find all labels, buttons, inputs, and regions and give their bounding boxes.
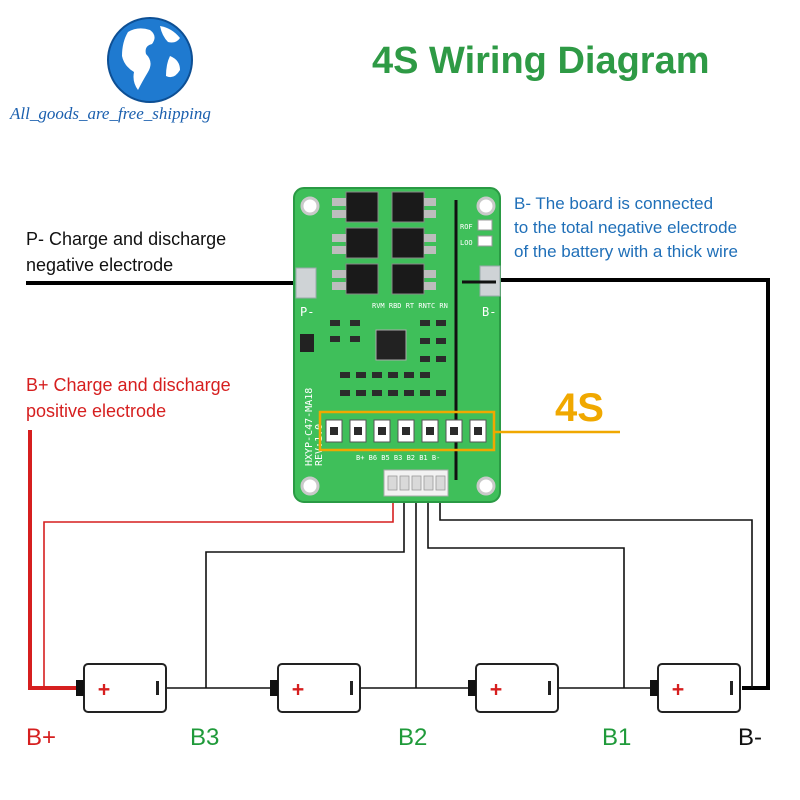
annotation-line: B- The board is connected bbox=[514, 194, 714, 213]
terminal-b1-label: B1 bbox=[602, 724, 632, 751]
battery-3: + bbox=[468, 663, 559, 713]
battery-1: + bbox=[76, 663, 167, 713]
terminal-bplus-label: B+ bbox=[26, 724, 57, 751]
b-minus-annotation: B- The board is connected to the total n… bbox=[514, 192, 738, 264]
led-label: LOO bbox=[460, 239, 473, 247]
connector-pin-labels: B+ B6 B5 B3 B2 B1 B- bbox=[356, 454, 440, 462]
brand-text: All_goods_are_free_shipping bbox=[10, 104, 211, 123]
battery-plus: + bbox=[292, 677, 304, 701]
annotation-line: negative electrode bbox=[26, 255, 174, 275]
page-title: 4S Wiring Diagram bbox=[372, 40, 710, 82]
battery-plus: + bbox=[672, 677, 684, 701]
battery-4: + bbox=[650, 663, 741, 713]
board-model: HXYP-C47-MA18 bbox=[304, 388, 315, 466]
battery-plus: + bbox=[98, 677, 110, 701]
header-text: RVM RBD RT RNTC RN bbox=[372, 302, 448, 310]
annotation-line: to the total negative electrode bbox=[514, 218, 738, 237]
terminal-bminus-label: B- bbox=[738, 724, 762, 751]
bms-board: P- B- ROF LOO RVM RBD RT RNTC RN bbox=[293, 187, 501, 503]
series-count-label: 4S bbox=[555, 386, 604, 430]
p-minus-annotation: P- Charge and discharge negative electro… bbox=[26, 226, 226, 278]
annotation-line: positive electrode bbox=[26, 401, 167, 421]
annotation-line: P- Charge and discharge bbox=[26, 229, 227, 249]
b-plus-annotation: B+ Charge and discharge positive electro… bbox=[26, 372, 231, 424]
pad-b-label: B- bbox=[482, 305, 496, 319]
globe-logo bbox=[107, 17, 193, 103]
battery-2: + bbox=[270, 663, 361, 713]
pad-p-label: P- bbox=[300, 305, 314, 319]
battery-plus: + bbox=[490, 677, 502, 701]
led-label: ROF bbox=[460, 223, 473, 231]
terminal-b2-label: B2 bbox=[398, 724, 428, 751]
annotation-line: B+ Charge and discharge bbox=[26, 375, 231, 395]
annotation-line: of the battery with a thick wire bbox=[514, 242, 738, 261]
terminal-b3-label: B3 bbox=[190, 724, 220, 751]
